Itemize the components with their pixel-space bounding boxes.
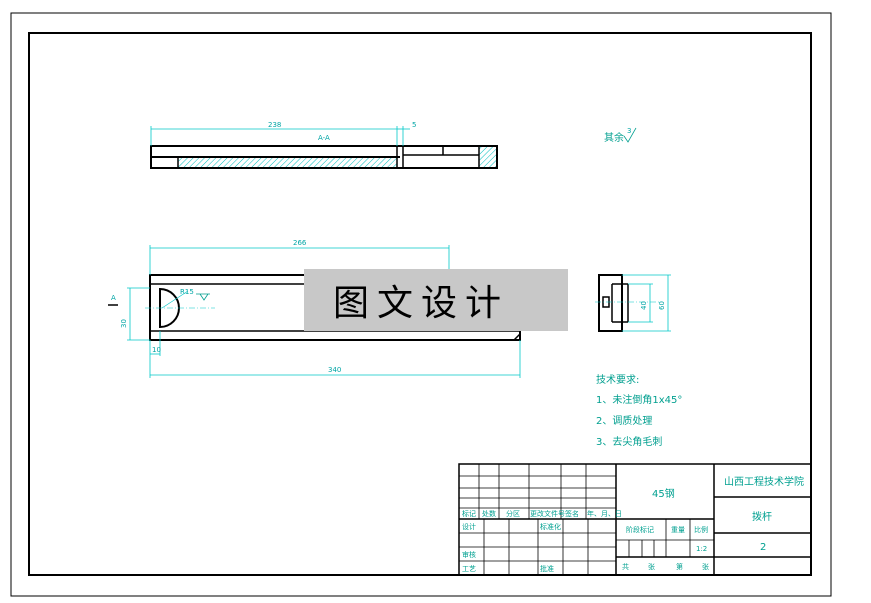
tb-weight: 重量 [671,526,685,534]
dim-5-label: 5 [412,121,416,129]
top-view-outline [150,145,498,169]
tb-change-count: 处数 [482,509,496,518]
outer-frame [10,12,832,597]
dim-238-label: 238 [268,121,281,129]
roughness-note: 其余 3 [604,127,637,144]
tech-requirement-item-2: 2、调质处理 [596,415,652,427]
tb-sheets-no: 第 [676,562,683,571]
watermark-background [304,269,568,331]
title-block [458,463,812,576]
tb-design: 设计 [462,522,476,531]
notch-roughness-symbol [196,293,210,301]
side-view-outline [598,274,623,332]
section-marker-a: A [111,294,116,302]
tb-part-name: 拨杆 [752,510,772,523]
tb-change-doc: 更改文件号 [530,509,565,518]
front-view-chamfer [513,333,521,341]
dim-30-label: 30 [120,319,128,328]
inner-frame [28,32,812,576]
tb-approve: 批准 [540,564,554,573]
tech-requirement-item-1: 1、未注倒角1x45° [596,393,682,406]
tb-change-date: 年、月、日 [587,509,622,518]
tb-standardize: 标准化 [540,522,561,531]
notch-radius-line [161,290,189,309]
tb-review: 审核 [462,550,476,559]
watermark-text: 图文设计 [333,283,509,324]
tb-sheets-unit-1: 张 [648,562,655,571]
tb-material: 45钢 [652,487,675,500]
section-label-aa: A-A [318,134,330,142]
roughness-value: 3 [627,127,631,135]
tb-sheets-unit-2: 张 [702,562,709,571]
tech-requirements-title: 技术要求: [596,373,639,386]
top-view-hatch-right [479,147,496,168]
dim-266-label: 266 [293,239,307,247]
tb-scale: 1:2 [696,545,707,553]
roughness-symbol [623,127,637,143]
tech-requirement-item-3: 3、去尖角毛刺 [596,435,662,448]
tb-school: 山西工程技术学院 [724,475,804,488]
tb-stage-mark: 阶段标记 [626,525,654,534]
tb-sheets-total: 共 [622,562,629,571]
top-view: 238 A-A 5 [150,121,498,169]
dim-40-label: 40 [640,301,648,310]
tb-process: 工艺 [462,565,476,573]
watermark: 图文设计 [304,269,568,331]
tb-drawing-no: 2 [760,542,766,553]
tb-ratio: 比例 [694,525,708,534]
dim-radius-label: R15 [180,288,194,296]
dim-340-label: 340 [328,366,341,374]
top-view-hatch-left [178,158,397,168]
tb-change-mark: 标记 [462,509,476,518]
tb-change-sign: 签名 [565,509,579,518]
tech-requirements: 技术要求: 1、未注倒角1x45° 2、调质处理 3、去尖角毛刺 [596,373,682,448]
tb-change-zone: 分区 [506,509,520,518]
side-view: 40 60 [595,274,671,332]
title-block-text: 标记 处数 分区 更改文件号 签名 年、月、日 设计 标准化 审核 工艺 批准 … [462,475,804,573]
dim-60-label: 60 [658,301,666,310]
roughness-label: 其余 [604,131,624,144]
dim-10-label: 10 [152,346,161,354]
